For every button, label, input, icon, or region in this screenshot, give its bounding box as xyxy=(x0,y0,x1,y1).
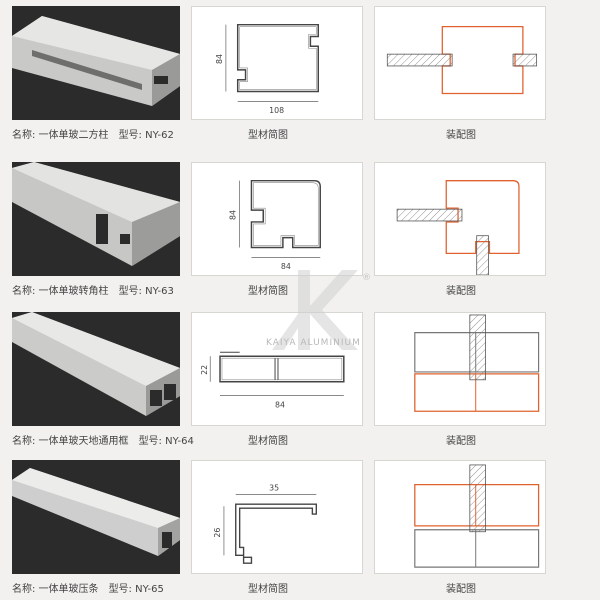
product-row-ny65: 35 26 名称: 一体单玻压条型号: NY-65 型材简图 装配图 xyxy=(0,454,600,600)
assembly-drawing-ny62 xyxy=(374,6,546,120)
product-row-ny64: 22 84 名称: 一体单玻天地通用框型号: NY-64 型材简图 装配图 xyxy=(0,306,600,456)
dim-height-ny63: 84 xyxy=(229,210,238,220)
name-label: 名称: 一体单玻天地通用框 xyxy=(12,436,129,447)
product-photo-ny64 xyxy=(12,312,180,426)
dim-height-ny62: 84 xyxy=(215,54,224,64)
section-drawing-ny65: 35 26 xyxy=(191,460,363,574)
assembly-drawing-ny63 xyxy=(374,162,546,276)
assembly-caption: 装配图 xyxy=(446,436,476,447)
model-label: 型号: NY-64 xyxy=(138,436,194,447)
product-row-ny63: 84 84 名称: 一体单玻转角柱型号: NY-63 型材简图 装配图 xyxy=(0,156,600,306)
dim-width-ny63: 84 xyxy=(281,262,291,271)
model-label: 型号: NY-63 xyxy=(118,286,174,297)
model-label: 型号: NY-62 xyxy=(118,130,174,141)
section-caption: 型材简图 xyxy=(248,286,288,297)
model-label: 型号: NY-65 xyxy=(108,584,164,595)
section-caption: 型材简图 xyxy=(248,436,288,447)
product-photo-ny63 xyxy=(12,162,180,276)
assembly-drawing-ny65 xyxy=(374,460,546,574)
section-caption: 型材简图 xyxy=(248,584,288,595)
dim-width-ny65: 35 xyxy=(269,483,279,492)
brand-watermark-text: KAIYA ALUMINIUM xyxy=(266,338,361,348)
product-name-ny62: 名称: 一体单玻二方柱型号: NY-62 xyxy=(12,126,174,141)
assembly-caption: 装配图 xyxy=(446,584,476,595)
dim-height-ny65: 26 xyxy=(213,528,222,538)
section-drawing-ny63: 84 84 xyxy=(191,162,363,276)
product-photo-ny65 xyxy=(12,460,180,574)
section-drawing-ny62: 84 108 xyxy=(191,6,363,120)
section-caption: 型材简图 xyxy=(248,130,288,141)
section-drawing-ny64: 22 84 xyxy=(191,312,363,426)
name-label: 名称: 一体单玻压条 xyxy=(12,584,99,595)
product-name-ny64: 名称: 一体单玻天地通用框型号: NY-64 xyxy=(12,432,194,447)
product-row-ny62: 84 108 名称: 一体单玻二方柱型号: NY-62 型材简图 装配图 xyxy=(0,0,600,150)
product-photo-ny62 xyxy=(12,6,180,120)
product-name-ny63: 名称: 一体单玻转角柱型号: NY-63 xyxy=(12,282,174,297)
product-name-ny65: 名称: 一体单玻压条型号: NY-65 xyxy=(12,580,164,595)
assembly-drawing-ny64 xyxy=(374,312,546,426)
dim-width-ny64: 84 xyxy=(275,400,285,409)
dim-height-ny64: 22 xyxy=(200,365,209,375)
dim-width-ny62: 108 xyxy=(269,106,284,115)
assembly-caption: 装配图 xyxy=(446,286,476,297)
assembly-caption: 装配图 xyxy=(446,130,476,141)
name-label: 名称: 一体单玻转角柱 xyxy=(12,286,109,297)
name-label: 名称: 一体单玻二方柱 xyxy=(12,130,109,141)
